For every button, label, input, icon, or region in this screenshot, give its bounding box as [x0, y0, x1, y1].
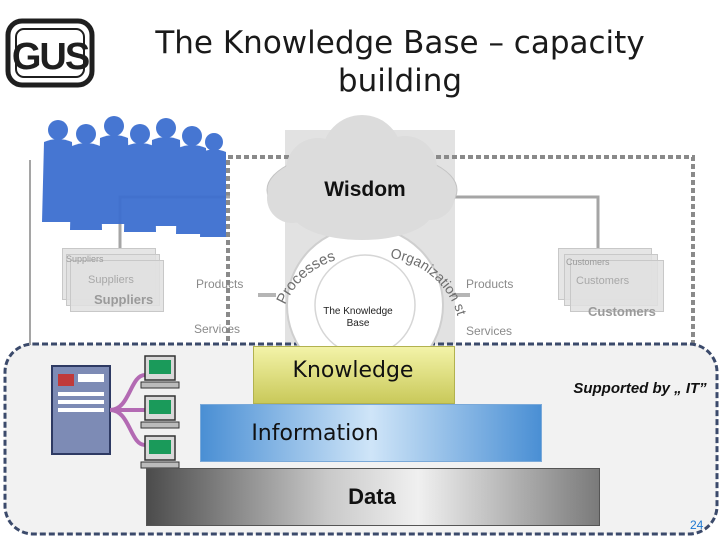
knowledge-layer	[253, 346, 455, 404]
suppliers-stack	[62, 248, 164, 312]
suppliers-label-large: Suppliers	[94, 292, 154, 307]
knowledge-base-label: The Knowledge Base	[323, 306, 393, 329]
wisdom-label: Wisdom	[324, 178, 406, 201]
gus-logo: GUS	[5, 18, 95, 88]
supported-by-it-label: Supported by „ IT”	[573, 380, 707, 397]
services-left-label: Services	[194, 322, 241, 336]
data-label: Data	[348, 484, 396, 509]
knowledge-base-inner-circle	[314, 254, 416, 356]
processes-label: Processes	[273, 248, 337, 307]
slide-title: The Knowledge Base – capacity building	[155, 25, 645, 99]
information-layer	[200, 404, 542, 462]
computer-network-icon	[51, 355, 180, 469]
page-number: 24	[690, 518, 704, 532]
suppliers-label-small: Suppliers	[66, 254, 104, 264]
connector-right	[430, 195, 600, 248]
services-right-label: Services	[466, 324, 513, 338]
customers-stack	[558, 248, 664, 312]
customers-label-small: Customers	[566, 257, 610, 267]
knowledge-label: Knowledge	[292, 358, 414, 383]
data-layer	[146, 468, 600, 526]
customers-label-large: Customers	[588, 304, 656, 319]
logo-text: GUS	[12, 36, 89, 78]
products-left-label: Products	[196, 277, 244, 291]
products-right-label: Products	[466, 277, 514, 291]
people-group-icon	[42, 116, 226, 237]
suppliers-label-medium: Suppliers	[88, 274, 134, 286]
customers-label-medium: Customers	[576, 275, 630, 287]
information-label: Information	[251, 421, 379, 446]
